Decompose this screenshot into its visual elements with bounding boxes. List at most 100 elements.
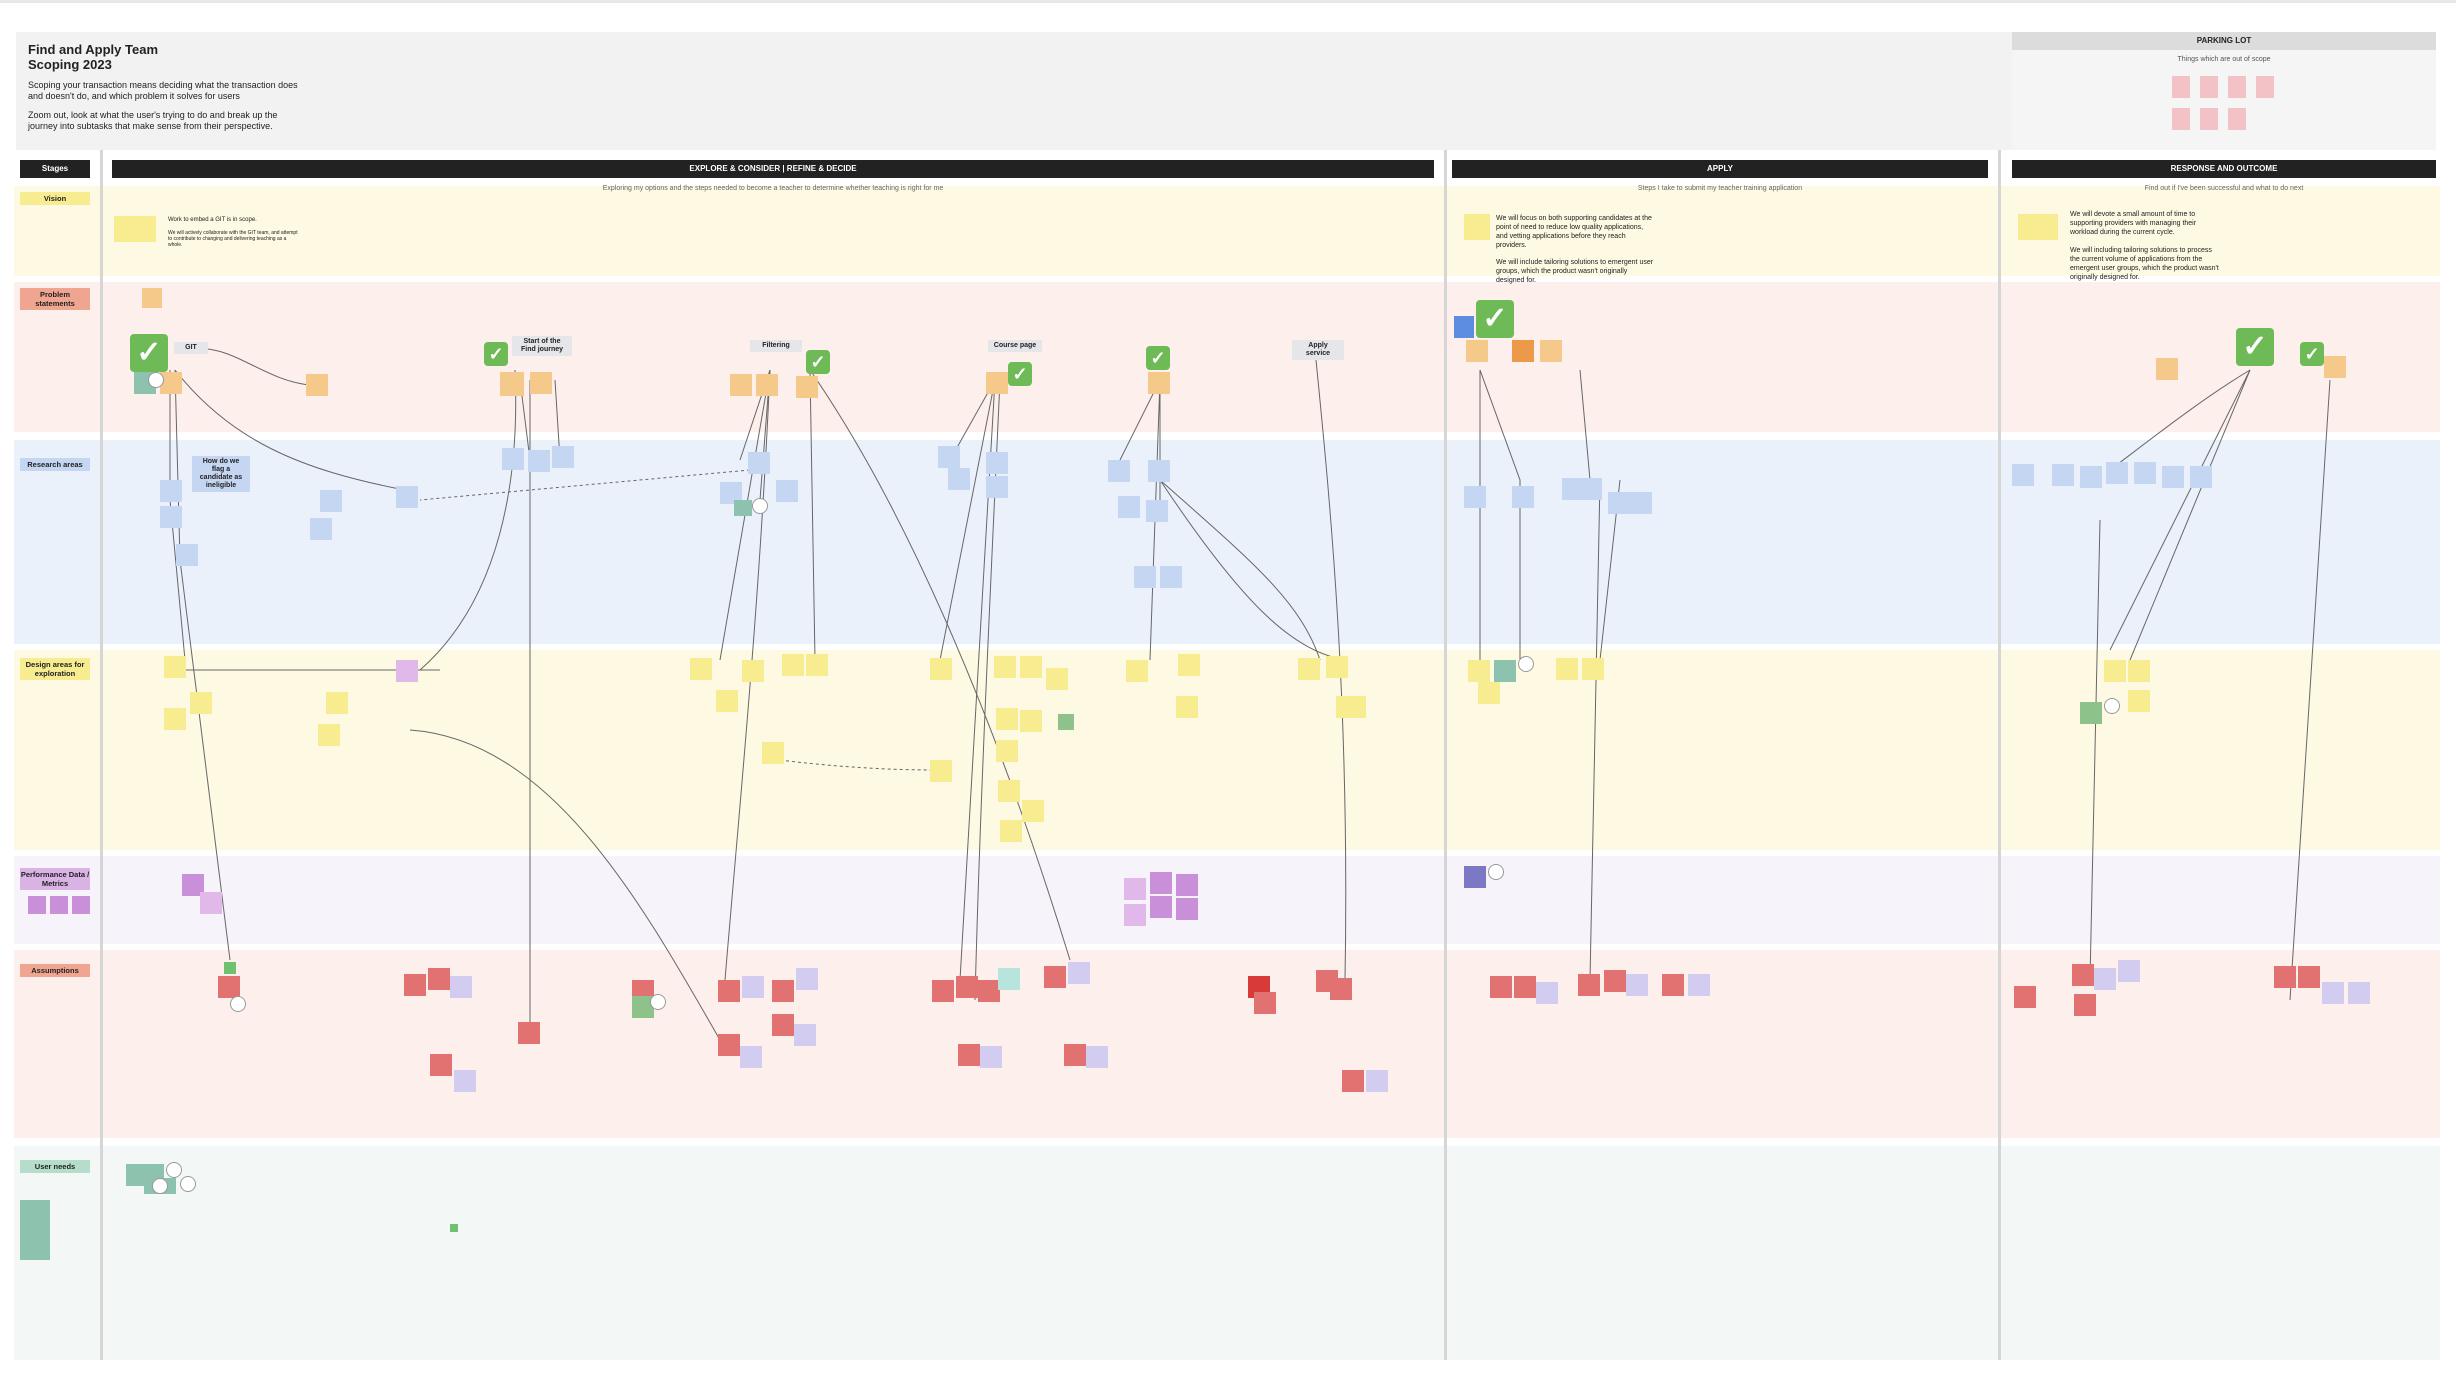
sticky-note[interactable] bbox=[1118, 496, 1140, 518]
sticky-note[interactable] bbox=[762, 742, 784, 764]
sticky-note[interactable] bbox=[2274, 966, 2296, 988]
sticky-note[interactable] bbox=[2298, 966, 2320, 988]
checkmark-icon[interactable]: ✓ bbox=[1476, 300, 1514, 338]
sticky-note[interactable] bbox=[518, 1022, 540, 1044]
sticky-note[interactable] bbox=[1020, 710, 1042, 732]
sticky-note[interactable] bbox=[2134, 462, 2156, 484]
sticky-note[interactable] bbox=[2228, 108, 2246, 130]
sticky-note[interactable] bbox=[528, 450, 550, 472]
vote-circle-icon[interactable] bbox=[152, 1178, 168, 1194]
sticky-note[interactable] bbox=[2012, 464, 2034, 486]
sticky-note[interactable] bbox=[1150, 896, 1172, 918]
sticky-note[interactable] bbox=[1046, 668, 1068, 690]
tag-apply-service[interactable]: Apply service bbox=[1292, 340, 1344, 360]
sticky-note[interactable] bbox=[190, 692, 212, 714]
sticky-note[interactable] bbox=[310, 518, 332, 540]
sticky-note[interactable] bbox=[2014, 986, 2036, 1008]
sticky-note[interactable] bbox=[1298, 658, 1320, 680]
sticky-note[interactable] bbox=[1454, 316, 1474, 338]
sticky-note[interactable] bbox=[980, 1046, 1002, 1068]
sticky-note[interactable] bbox=[160, 480, 182, 502]
sticky-note[interactable] bbox=[1254, 992, 1276, 1014]
sticky-note[interactable] bbox=[430, 1054, 452, 1076]
sticky-note[interactable] bbox=[1464, 486, 1486, 508]
sticky-note[interactable] bbox=[1326, 656, 1348, 678]
sticky-note[interactable] bbox=[1688, 974, 1710, 996]
sticky-note[interactable] bbox=[1086, 1046, 1108, 1068]
sticky-note[interactable] bbox=[1494, 660, 1516, 682]
sticky-note[interactable] bbox=[2074, 994, 2096, 1016]
sticky-note[interactable] bbox=[1160, 566, 1182, 588]
sticky-note[interactable] bbox=[1148, 460, 1170, 482]
sticky-note[interactable] bbox=[404, 974, 426, 996]
sticky-note[interactable] bbox=[2080, 702, 2102, 724]
sticky-note[interactable] bbox=[428, 968, 450, 990]
sticky-note[interactable] bbox=[1176, 696, 1198, 718]
sticky-note[interactable] bbox=[552, 446, 574, 468]
sticky-note[interactable] bbox=[2348, 982, 2370, 1004]
tag-course-page[interactable]: Course page bbox=[988, 340, 1042, 352]
sticky-note[interactable] bbox=[1178, 654, 1200, 676]
sticky-note[interactable] bbox=[142, 288, 162, 308]
sticky-note[interactable] bbox=[306, 374, 328, 396]
sticky-note[interactable] bbox=[320, 490, 342, 512]
sticky-note[interactable] bbox=[986, 372, 1008, 394]
checkmark-icon[interactable]: ✓ bbox=[806, 350, 830, 374]
sticky-note[interactable] bbox=[164, 656, 186, 678]
sticky-note[interactable] bbox=[718, 1034, 740, 1056]
sticky-note[interactable] bbox=[742, 660, 764, 682]
sticky-note[interactable] bbox=[998, 780, 1020, 802]
sticky-note[interactable] bbox=[1478, 682, 1500, 704]
stage-response[interactable]: RESPONSE AND OUTCOME bbox=[2012, 160, 2436, 178]
sticky-note[interactable] bbox=[200, 892, 222, 914]
sticky-note[interactable] bbox=[160, 372, 182, 394]
sticky-note[interactable] bbox=[396, 660, 418, 682]
sticky-note[interactable] bbox=[2190, 466, 2212, 488]
sticky-note[interactable] bbox=[2104, 660, 2126, 682]
vote-circle-icon[interactable] bbox=[1518, 656, 1534, 672]
sticky-note[interactable] bbox=[1126, 660, 1148, 682]
sticky-note[interactable] bbox=[50, 896, 68, 914]
sticky-note[interactable] bbox=[938, 446, 960, 468]
sticky-note[interactable] bbox=[1330, 978, 1352, 1000]
vote-circle-icon[interactable] bbox=[148, 372, 164, 388]
sticky-note[interactable] bbox=[28, 896, 46, 914]
sticky-note[interactable] bbox=[2018, 214, 2058, 240]
sticky-note[interactable] bbox=[450, 1224, 458, 1232]
sticky-note[interactable] bbox=[986, 476, 1008, 498]
sticky-note[interactable] bbox=[1064, 1044, 1086, 1066]
sticky-note[interactable] bbox=[72, 896, 90, 914]
sticky-note[interactable] bbox=[776, 480, 798, 502]
sticky-note[interactable] bbox=[2200, 108, 2218, 130]
sticky-note[interactable] bbox=[1124, 904, 1146, 926]
sticky-note[interactable] bbox=[986, 452, 1008, 474]
sticky-note[interactable] bbox=[2072, 964, 2094, 986]
sticky-note[interactable] bbox=[2128, 690, 2150, 712]
sticky-note[interactable] bbox=[2156, 358, 2178, 380]
sticky-note[interactable] bbox=[20, 1200, 50, 1260]
sticky-note[interactable] bbox=[948, 468, 970, 490]
sticky-note[interactable] bbox=[2118, 960, 2140, 982]
sticky-note[interactable] bbox=[2172, 108, 2190, 130]
sticky-note[interactable] bbox=[164, 708, 186, 730]
sticky-note[interactable] bbox=[772, 980, 794, 1002]
sticky-note[interactable] bbox=[1512, 486, 1534, 508]
tag-how-flag[interactable]: How do we flag a candidate as ineligible bbox=[192, 456, 250, 492]
sticky-note[interactable] bbox=[1134, 566, 1156, 588]
sticky-note[interactable] bbox=[1108, 460, 1130, 482]
vote-circle-icon[interactable] bbox=[1488, 864, 1504, 880]
sticky-note[interactable] bbox=[182, 874, 204, 896]
vote-circle-icon[interactable] bbox=[180, 1176, 196, 1192]
sticky-note[interactable] bbox=[1464, 866, 1486, 888]
sticky-note[interactable] bbox=[718, 980, 740, 1002]
sticky-note[interactable] bbox=[2128, 660, 2150, 682]
sticky-note[interactable] bbox=[1556, 658, 1578, 680]
sticky-note[interactable] bbox=[690, 658, 712, 680]
vote-circle-icon[interactable] bbox=[650, 994, 666, 1010]
sticky-note[interactable] bbox=[1058, 714, 1074, 730]
sticky-note[interactable] bbox=[1662, 974, 1684, 996]
sticky-note[interactable] bbox=[930, 658, 952, 680]
sticky-note[interactable] bbox=[998, 968, 1020, 990]
sticky-note[interactable] bbox=[1336, 696, 1366, 718]
sticky-note[interactable] bbox=[1020, 656, 1042, 678]
